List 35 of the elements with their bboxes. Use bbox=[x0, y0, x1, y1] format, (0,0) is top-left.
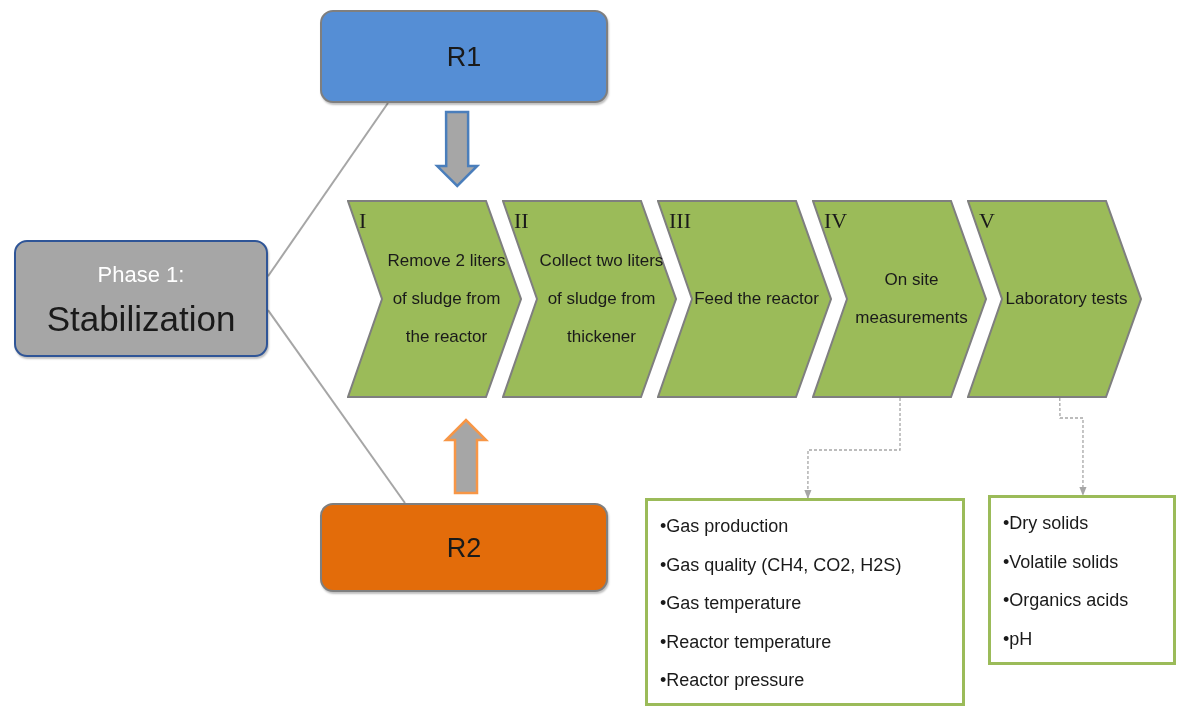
block-arrow bbox=[443, 418, 489, 495]
step-text: On site measurements bbox=[854, 269, 969, 329]
step-text: Remove 2 liters of sludge from the reactor bbox=[386, 250, 507, 348]
step-text: Feed the reactor bbox=[694, 288, 819, 310]
reactor-box bbox=[320, 10, 608, 103]
connector-line bbox=[267, 102, 389, 278]
dashed-arrow bbox=[804, 397, 901, 499]
bullet-item: •Gas temperature bbox=[660, 592, 803, 615]
dashed-arrow bbox=[1059, 397, 1087, 496]
bullet-item: •Reactor temperature bbox=[660, 630, 833, 654]
step-text: Collect two liters of sludge from thickener bbox=[538, 250, 665, 348]
bullet-item: •Organics acids bbox=[1003, 589, 1130, 612]
phase-label: Phase 1: bbox=[97, 260, 185, 289]
phase-title: Stabilization bbox=[46, 297, 236, 340]
bullet-item: •Gas quality (CH4, CO2, H2S) bbox=[660, 553, 903, 577]
phase-box bbox=[14, 240, 268, 357]
step-number: III bbox=[669, 208, 691, 234]
reactor-box bbox=[320, 503, 608, 592]
bullet-item: •Reactor pressure bbox=[660, 669, 806, 692]
bullet-item: •Volatile solids bbox=[1003, 550, 1120, 574]
bullet-item: •Gas production bbox=[660, 515, 790, 538]
bullet-item: •pH bbox=[1003, 627, 1034, 651]
reactor-label: R2 bbox=[446, 532, 482, 563]
step-text: Laboratory tests bbox=[1005, 288, 1128, 310]
step-number: V bbox=[979, 208, 995, 234]
block-arrow bbox=[434, 110, 481, 188]
lab-test-list-box bbox=[988, 495, 1176, 665]
reactor-label: R1 bbox=[446, 41, 482, 72]
step-number: I bbox=[359, 208, 367, 234]
step-number: IV bbox=[824, 208, 848, 234]
connector-line bbox=[267, 309, 406, 504]
step-number: II bbox=[514, 208, 529, 234]
chevron-step bbox=[967, 200, 1142, 398]
measurement-list-box bbox=[645, 498, 965, 706]
bullet-item: •Dry solids bbox=[1003, 512, 1090, 535]
